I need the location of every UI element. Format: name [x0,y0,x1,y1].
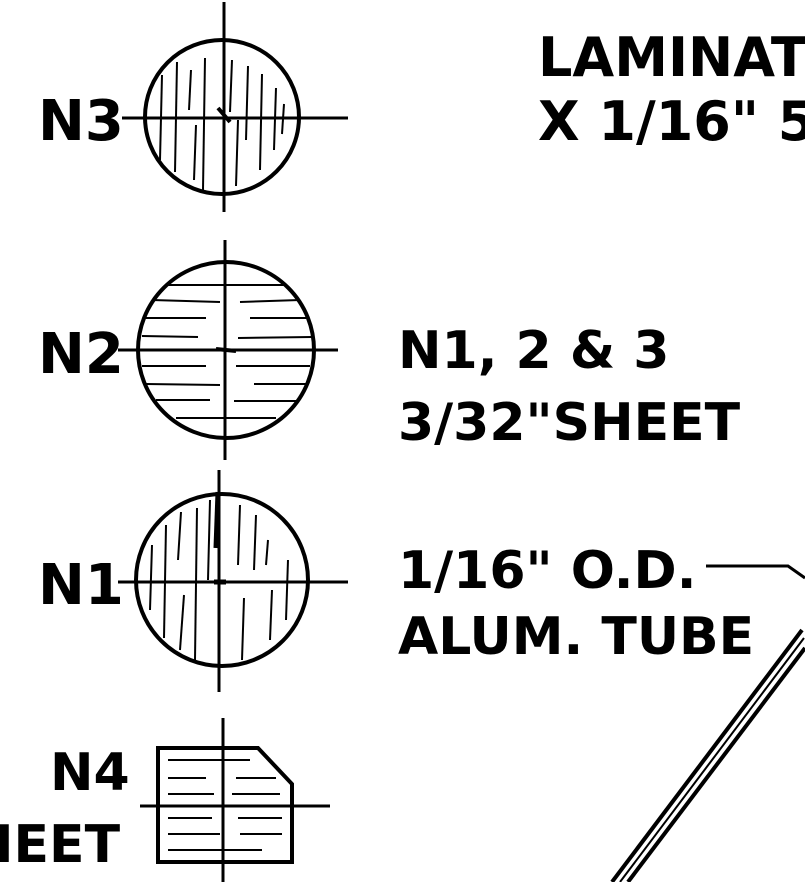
n1-grain-bold [213,491,221,549]
n4-label: N4 [50,743,130,803]
laminate-note-line2: X 1/16" 5 [538,90,805,153]
tube-edge-inner [626,646,805,882]
n1-disc [134,492,310,668]
n2-hole [215,347,237,353]
n4-sheet-label: HEET [0,815,121,875]
tube-leader-line [706,564,805,580]
laminate-note: LAMINAT X 1/16" 5 [538,26,805,153]
former-n4: N4 HEET [0,718,330,882]
n4-outline [156,746,294,864]
tube-note-line2: ALUM. TUBE [398,607,754,667]
sheet-note-line2: 3/32"SHEET [398,393,741,453]
n1-label: N1 [38,553,124,618]
sheet-note: N1, 2 & 3 3/32"SHEET [398,321,741,453]
former-n3: N3 [38,2,348,212]
tube-note-line1: 1/16" O.D. [398,541,696,601]
tube-edge-outer [610,628,804,882]
n2-label: N2 [38,322,124,387]
n2-grain-lines [141,284,313,419]
aluminum-tube [610,628,805,882]
former-n1: N1 [38,470,348,692]
n4-grain-lines [168,759,282,851]
n3-grain-lines [159,57,285,191]
n3-label: N3 [38,89,124,154]
laminate-note-line1: LAMINAT [538,26,805,89]
tube-core [619,637,805,882]
tube-note: 1/16" O.D. ALUM. TUBE [398,541,805,667]
sheet-note-line1: N1, 2 & 3 [398,321,669,381]
n3-hole [216,106,232,124]
former-n2: N2 [38,240,338,460]
